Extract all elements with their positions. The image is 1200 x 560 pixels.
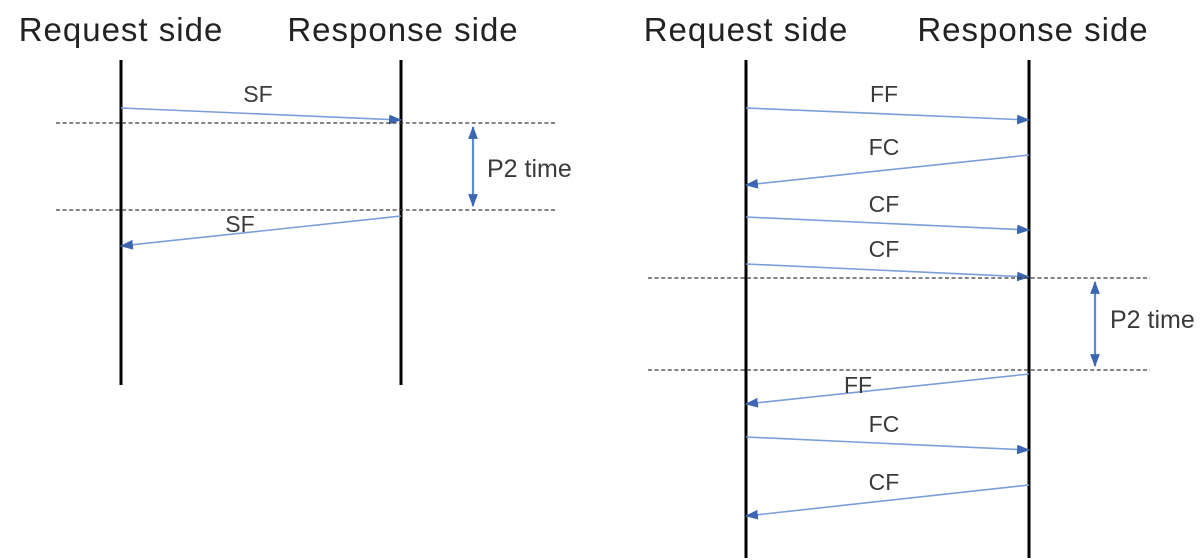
message-arrow-cf2-request-to-response xyxy=(745,263,1031,282)
right-diagram-p2-time-label: P2 time xyxy=(1110,306,1195,334)
right-diagram-request-side-title: Request side xyxy=(643,11,849,48)
message-label-sf-1: SF xyxy=(243,81,273,107)
message-arrow-ff-request-to-response xyxy=(745,107,1031,125)
left-diagram-response-side-title: Response side xyxy=(287,11,519,48)
message-label-cf-1: CF xyxy=(868,191,900,217)
message-arrow-cf1-request-to-response xyxy=(745,216,1031,235)
message-arrow-cf-response-to-request xyxy=(744,484,1030,520)
message-arrow-fc-response-to-request xyxy=(744,154,1030,189)
message-arrow-fc-request-to-response xyxy=(745,436,1031,455)
left-diagram-p2-time-label: P2 time xyxy=(487,155,572,183)
message-label-fc-2: FC xyxy=(868,411,900,437)
message-label-ff-1: FF xyxy=(869,81,899,107)
message-arrow-ff-response-to-request xyxy=(744,373,1030,408)
message-label-sf-2: SF xyxy=(225,211,255,237)
message-label-fc-1: FC xyxy=(868,134,900,160)
message-label-ff-2: FF xyxy=(843,372,873,398)
left-diagram-request-side-title: Request side xyxy=(18,11,224,48)
message-arrow-sf-response-to-request xyxy=(119,215,402,250)
message-label-cf-2: CF xyxy=(868,236,900,262)
right-diagram-response-side-title: Response side xyxy=(917,11,1149,48)
message-label-cf-3: CF xyxy=(868,469,900,495)
message-arrow-sf-request-to-response xyxy=(120,107,403,125)
